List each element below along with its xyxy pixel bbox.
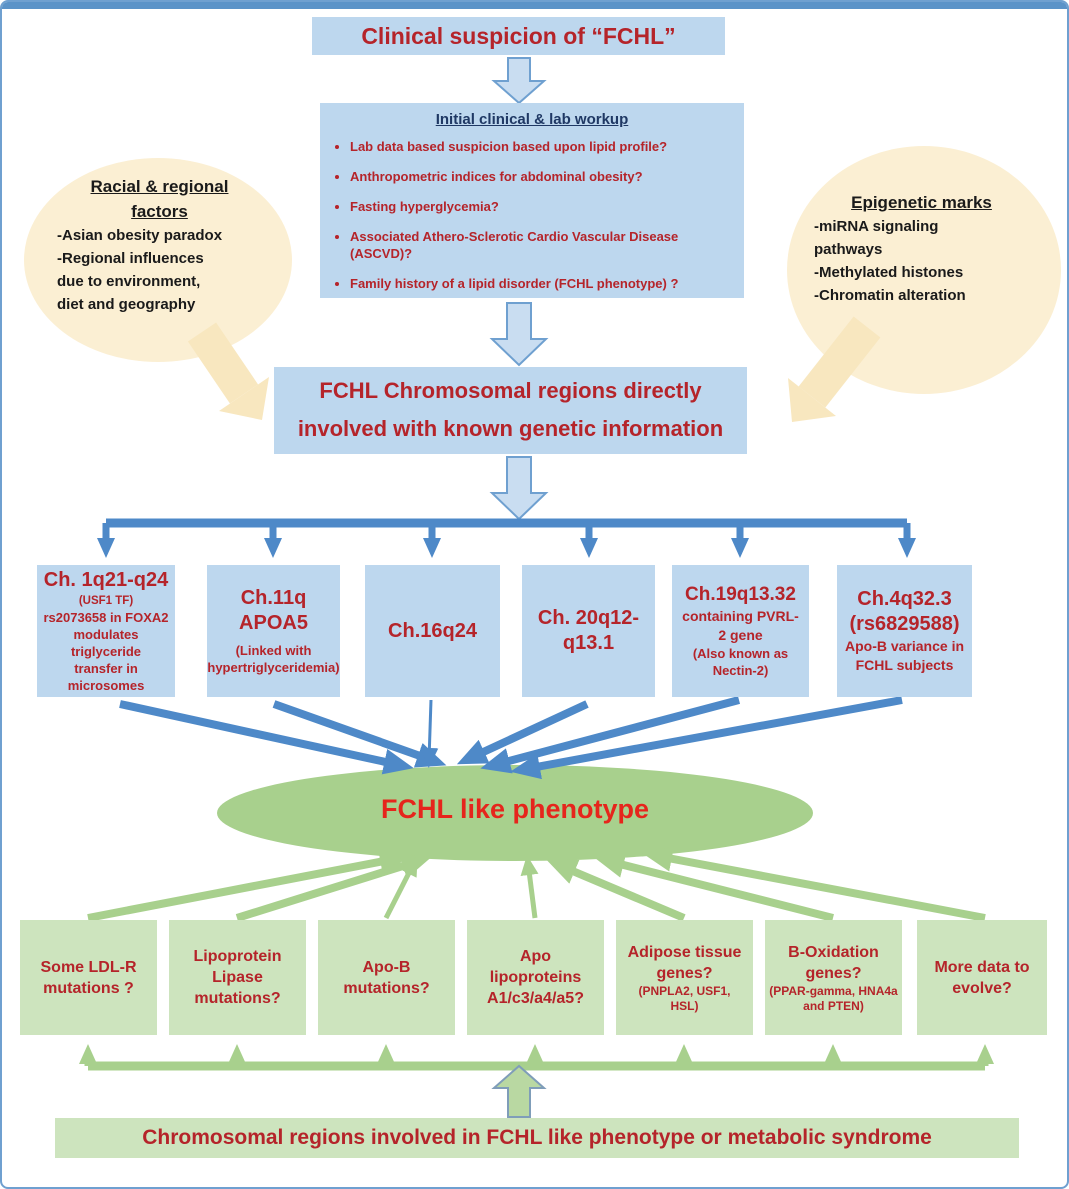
- workup-title: Initial clinical & lab workup: [435, 111, 629, 128]
- bubble-line: pathways: [814, 241, 883, 258]
- box-line: containing PVRL-: [682, 608, 799, 624]
- box-line: (PNPLA2, USF1,: [638, 983, 731, 998]
- box-line: mutations?: [343, 979, 430, 997]
- box-line: mutations ?: [43, 979, 134, 997]
- box-line: Adipose tissue: [627, 943, 742, 961]
- box-title: Ch.19q13.32: [685, 584, 796, 605]
- gene-box-apob: Apo-B mutations?: [318, 920, 455, 1035]
- bubble-title: Racial & regional: [90, 177, 229, 196]
- box-title: q13.1: [562, 632, 615, 654]
- bubble-line: -Regional influences: [57, 250, 204, 267]
- box-line: hypertriglyceridemia): [207, 660, 340, 675]
- box-line: (Also known as: [692, 646, 789, 661]
- racial-factors-bubble: Racial & regional factors -Asian obesity…: [47, 174, 272, 316]
- box-line: transfer in microsomes: [67, 661, 145, 693]
- box-line: genes?: [805, 964, 862, 982]
- box-line: lipoproteins: [489, 969, 582, 986]
- box-line: Lipase: [212, 969, 263, 986]
- phenotype-ellipse-label: FCHL like phenotype: [380, 794, 650, 824]
- workup-bullet: Anthropometric indices for abdominal obe…: [350, 168, 734, 185]
- box-line: Some LDL-R: [40, 958, 137, 976]
- green-up-flow-arrow: [491, 1064, 547, 1118]
- box-title: Ch.4q32.3: [857, 588, 952, 610]
- workup-bullet: Lab data based suspicion based upon lipi…: [350, 138, 734, 155]
- bubble-line: -miRNA signaling: [814, 218, 939, 235]
- box-line: (Linked with: [235, 643, 312, 658]
- bubble-line: -Methylated histones: [814, 264, 964, 281]
- bubble-line: -Asian obesity paradox: [57, 227, 223, 244]
- workup-bullet: Associated Athero-Sclerotic Cardio Vascu…: [350, 228, 734, 262]
- chromosome-box-1q21-q24: Ch. 1q21-q24 (USF1 TF) rs2073658 in FOXA…: [37, 565, 175, 697]
- box-line: modulates triglyceride: [70, 627, 142, 659]
- box-title: Ch.16q24: [388, 619, 477, 642]
- box-line: (PPAR-gamma, HNA4a: [769, 983, 898, 998]
- gene-box-ldlr: Some LDL-R mutations ?: [20, 920, 157, 1035]
- bottom-summary-bar: Chromosomal regions involved in FCHL lik…: [55, 1118, 1019, 1158]
- central-box-line: involved with known genetic information: [297, 416, 724, 441]
- box-title: (rs6829588): [849, 613, 960, 635]
- green-converging-arrows: [87, 845, 986, 922]
- box-line: Lipoprotein: [193, 948, 282, 965]
- box-title: Ch.11q: [240, 587, 307, 609]
- bubble-title: Epigenetic marks: [851, 193, 992, 212]
- box-line: and PTEN): [803, 998, 864, 1013]
- chromosome-box-16q24: Ch.16q24: [365, 565, 500, 697]
- box-line: Nectin-2): [712, 663, 769, 678]
- bubble-line: diet and geography: [57, 296, 196, 313]
- gene-box-lipoprotein-lipase: Lipoprotein Lipase mutations?: [169, 920, 306, 1035]
- workup-box: Initial clinical & lab workup Lab data b…: [320, 103, 744, 298]
- box-line: mutations?: [194, 990, 281, 1007]
- box-line: (USF1 TF): [78, 595, 134, 607]
- gene-box-more-data: More data to evolve?: [917, 920, 1047, 1035]
- blue-converging-arrows: [119, 696, 903, 780]
- box-line: 2 gene: [718, 627, 763, 643]
- box-line: Apo: [519, 948, 552, 965]
- gene-box-b-oxidation: B-Oxidation genes? (PPAR-gamma, HNA4a an…: [765, 920, 902, 1035]
- bubble-line: due to environment,: [57, 273, 201, 290]
- box-line: HSL): [670, 998, 699, 1013]
- bubble-line: -Chromatin alteration: [814, 287, 966, 304]
- gene-box-adipose-tissue: Adipose tissue genes? (PNPLA2, USF1, HSL…: [616, 920, 753, 1035]
- chromosomal-regions-box: FCHL Chromosomal regions directly involv…: [274, 367, 747, 454]
- box-title: Ch. 20q12-: [537, 607, 640, 629]
- box-line: FCHL subjects: [855, 657, 954, 673]
- box-line: rs2073658 in FOXA2: [43, 610, 169, 625]
- chromosome-box-19q13-32: Ch.19q13.32 containing PVRL- 2 gene (Als…: [672, 565, 809, 697]
- box-line: evolve?: [952, 979, 1012, 997]
- blue-branch-arrows: [97, 518, 916, 558]
- box-title: APOA5: [239, 612, 308, 634]
- workup-bullet: Fasting hyperglycemia?: [350, 198, 734, 215]
- green-branch-arrows: [79, 1044, 994, 1071]
- box-line: B-Oxidation: [788, 943, 879, 961]
- box-line: Apo-B variance in: [844, 638, 965, 654]
- chromosome-box-11q: Ch.11q APOA5 (Linked with hypertriglycer…: [207, 565, 340, 697]
- box-title: Ch. 1q21-q24: [43, 569, 169, 591]
- clinical-suspicion-box: Clinical suspicion of “FCHL”: [312, 17, 725, 55]
- chromosome-box-4q32-3: Ch.4q32.3 (rs6829588) Apo-B variance in …: [837, 565, 972, 697]
- workup-bullet: Family history of a lipid disorder (FCHL…: [350, 275, 734, 292]
- chromosome-box-20q12-q13: Ch. 20q12- q13.1: [522, 565, 655, 697]
- box-line: genes?: [656, 964, 713, 982]
- top-accent-bar: [2, 2, 1067, 9]
- central-box-line: FCHL Chromosomal regions directly: [319, 378, 702, 403]
- box-line: A1/c3/a4/a5?: [487, 990, 584, 1007]
- bubble-title: factors: [131, 202, 188, 221]
- box-line: More data to: [934, 958, 1030, 976]
- epigenetic-marks-bubble: Epigenetic marks -miRNA signaling pathwa…: [804, 190, 1039, 307]
- box-line: Apo-B: [362, 958, 411, 976]
- workup-bullet-list: Lab data based suspicion based upon lipi…: [320, 138, 744, 292]
- gene-box-apo-lipoproteins: Apo lipoproteins A1/c3/a4/a5?: [467, 920, 604, 1035]
